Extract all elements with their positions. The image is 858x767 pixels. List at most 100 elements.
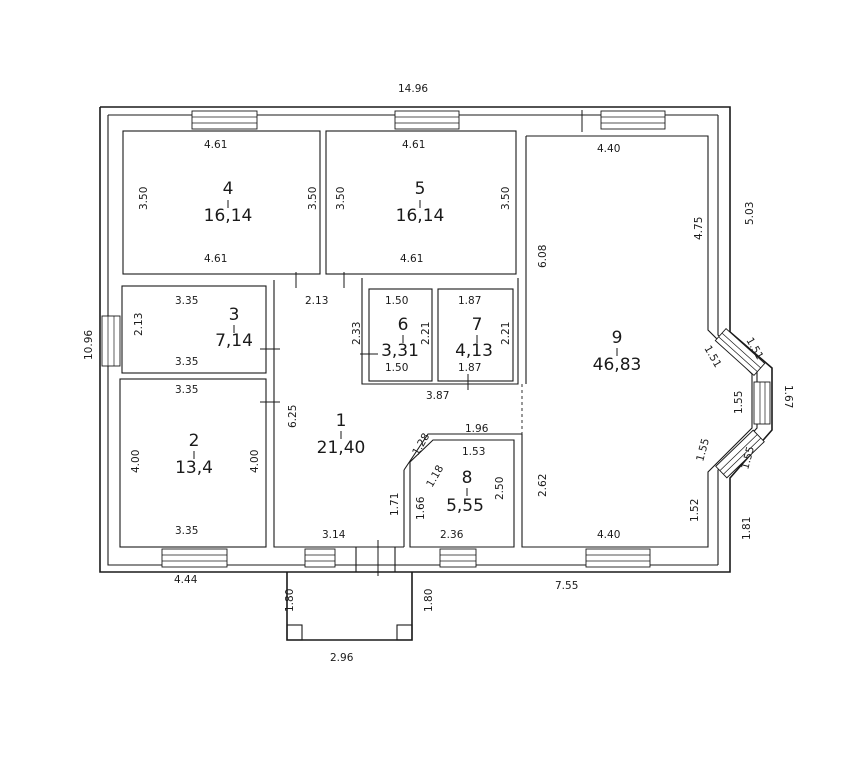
room-area: 5,55 bbox=[446, 496, 484, 516]
dim-room9-bay-c: 1.55 bbox=[694, 437, 712, 463]
room-labels: 4 16,14 5 16,14 3 7,14 2 13,4 1 21,40 6 … bbox=[175, 179, 641, 516]
dim-room9-left-upper: 6.08 bbox=[537, 245, 549, 268]
room-label-1: 1 21,40 bbox=[317, 411, 366, 458]
dim-room6-left: 2.33 bbox=[351, 322, 363, 345]
window-bottom-room8 bbox=[439, 548, 477, 568]
room-area: 13,4 bbox=[175, 458, 213, 478]
dim-porch-right: 1.80 bbox=[423, 589, 435, 612]
room-number: 9 bbox=[612, 328, 623, 348]
dim-outer-left: 10.96 bbox=[83, 330, 95, 360]
room-number: 5 bbox=[415, 179, 426, 199]
dim-room8-top: 1.53 bbox=[462, 446, 485, 458]
room-label-4: 4 16,14 bbox=[204, 179, 253, 226]
dim-room9-top: 4.40 bbox=[597, 143, 620, 155]
dim-room8-bottom: 2.36 bbox=[440, 529, 464, 541]
dim-room5-bottom: 4.61 bbox=[400, 253, 423, 265]
room-number: 3 bbox=[229, 305, 240, 325]
room-number: 7 bbox=[472, 315, 483, 335]
room-area: 4,13 bbox=[455, 341, 493, 361]
room-area: 3,31 bbox=[381, 341, 419, 361]
room-4-outline bbox=[122, 130, 321, 275]
windows bbox=[101, 110, 771, 568]
room-outlines bbox=[119, 130, 753, 548]
room-number: 6 bbox=[398, 315, 409, 335]
dim-room3-left: 2.13 bbox=[133, 313, 145, 336]
porch bbox=[286, 547, 413, 641]
room-label-6: 6 3,31 bbox=[381, 315, 419, 361]
room-8-outer-top bbox=[403, 433, 522, 471]
room-label-7: 7 4,13 bbox=[455, 315, 493, 361]
window-bottom-right bbox=[585, 548, 651, 568]
dim-room9-bay-a: 1.51 bbox=[701, 344, 723, 370]
window-bottom-left bbox=[161, 548, 228, 568]
dim-room3-bottom: 3.35 bbox=[175, 356, 198, 368]
dim-room1-left: 6.25 bbox=[287, 405, 299, 428]
room-7-outline bbox=[437, 288, 514, 382]
room-number: 2 bbox=[189, 431, 200, 451]
dim-room8-outer-top: 1.96 bbox=[465, 423, 489, 435]
room-label-3: 3 7,14 bbox=[215, 305, 253, 351]
room-9-outline bbox=[521, 135, 753, 548]
dim-room2-top: 3.35 bbox=[175, 384, 198, 396]
room-number: 1 bbox=[336, 411, 347, 431]
dim-outer-top: 14.96 bbox=[398, 83, 428, 95]
room-1-outline bbox=[273, 280, 404, 548]
dim-room5-left: 3.50 bbox=[335, 187, 347, 210]
room-3-outline bbox=[121, 285, 267, 374]
dimension-labels: 14.96 10.96 5.03 1.51 1.67 1.55 1.81 4.4… bbox=[83, 83, 794, 664]
room-area: 46,83 bbox=[593, 355, 642, 375]
room-label-5: 5 16,14 bbox=[396, 179, 445, 226]
room-label-9: 9 46,83 bbox=[593, 328, 642, 375]
dim-room9-left-lower: 2.62 bbox=[537, 474, 549, 497]
room-number: 8 bbox=[462, 468, 473, 488]
window-left bbox=[101, 315, 121, 367]
dim-room6-top: 1.50 bbox=[385, 295, 408, 307]
dim-room9-right-lower: 1.52 bbox=[689, 499, 701, 522]
dim-room1-right: 1.71 bbox=[389, 493, 401, 516]
room-area: 16,14 bbox=[204, 206, 253, 226]
dim-room4-top: 4.61 bbox=[204, 139, 227, 151]
dim-room2-right: 4.00 bbox=[249, 450, 261, 473]
dim-outer-bay-mid: 1.67 bbox=[782, 385, 794, 408]
dim-room7-top: 1.87 bbox=[458, 295, 481, 307]
room-label-8: 8 5,55 bbox=[446, 468, 484, 516]
dim-room8-left: 1.66 bbox=[415, 496, 427, 520]
dim-room4-left: 3.50 bbox=[138, 187, 150, 210]
room-area: 7,14 bbox=[215, 331, 253, 351]
window-top-left bbox=[191, 110, 258, 130]
room-area: 21,40 bbox=[317, 438, 366, 458]
dim-porch-bottom: 2.96 bbox=[330, 652, 354, 664]
room-area: 16,14 bbox=[396, 206, 445, 226]
dim-room7-right: 2.21 bbox=[500, 322, 512, 345]
door-marks bbox=[260, 110, 583, 576]
room-label-2: 2 13,4 bbox=[175, 431, 213, 478]
dim-outer-bottom-left: 4.44 bbox=[174, 574, 198, 586]
dim-outer-bottom-right: 7.55 bbox=[555, 580, 578, 592]
dim-room4-bottom: 4.61 bbox=[204, 253, 227, 265]
dim-outer-right-lower: 1.81 bbox=[741, 517, 753, 540]
dim-room2-left: 4.00 bbox=[130, 450, 142, 473]
dim-room8-diag-b: 1.18 bbox=[424, 463, 446, 489]
room-number: 4 bbox=[223, 179, 234, 199]
dim-outer-right-upper: 5.03 bbox=[744, 202, 756, 225]
dim-room1-bottom: 3.14 bbox=[322, 529, 346, 541]
window-bay-upper bbox=[714, 328, 766, 376]
dim-corridor-below: 3.87 bbox=[426, 390, 449, 402]
room-5-outline bbox=[325, 130, 517, 275]
room-6-outline bbox=[368, 288, 433, 382]
window-top-right bbox=[600, 110, 666, 130]
corridor-outline bbox=[361, 278, 519, 385]
window-bay-lower bbox=[715, 429, 765, 479]
dim-room3-top: 3.35 bbox=[175, 295, 198, 307]
dim-room4-right: 3.50 bbox=[307, 187, 319, 210]
room-8-outline bbox=[409, 439, 515, 548]
dim-room9-right-upper: 4.75 bbox=[693, 217, 705, 240]
window-bay-middle bbox=[753, 381, 771, 425]
dim-room7-bottom: 1.87 bbox=[458, 362, 481, 374]
dim-room9-bay-b: 1.55 bbox=[733, 391, 745, 414]
room-2-outline bbox=[119, 378, 267, 548]
dim-room6-bottom: 1.50 bbox=[385, 362, 408, 374]
dim-porch-left: 1.80 bbox=[284, 589, 296, 612]
window-bottom-hall bbox=[304, 548, 336, 568]
